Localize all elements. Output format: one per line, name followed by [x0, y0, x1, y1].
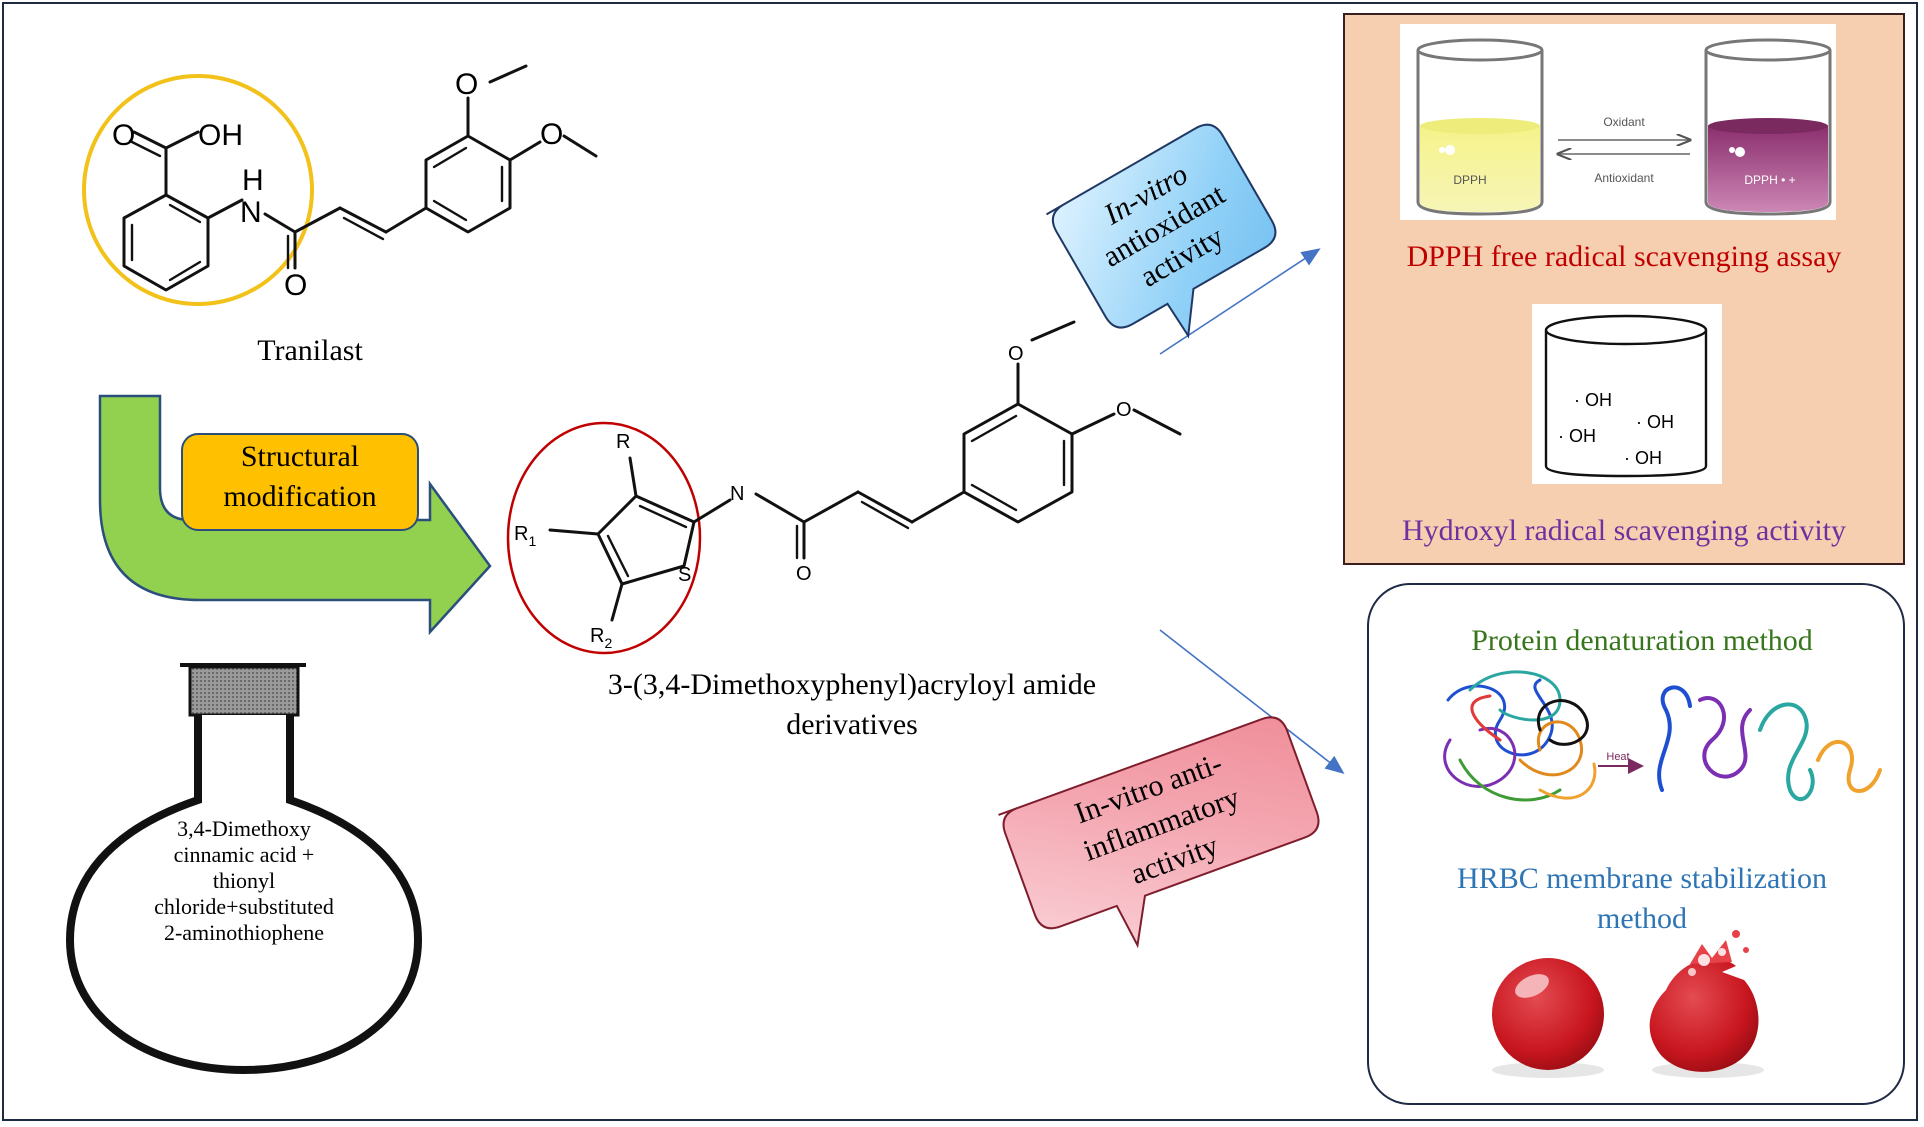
derivative-caption-line-1: 3-(3,4-Dimethoxyphenyl)acryloyl amide	[608, 668, 1096, 701]
dpph-right-label: DPPH • +	[1744, 173, 1795, 187]
derivative-highlight-circle	[506, 421, 702, 655]
antioxidant-callout: In-vitro antioxidant activity	[1046, 123, 1277, 339]
hydroxyl-label-3: · OH	[1558, 426, 1596, 446]
structural-modification-label-2: modification	[223, 480, 376, 513]
antiinflammatory-panel	[1367, 583, 1905, 1105]
tranilast-oh: OH	[198, 119, 243, 152]
antiinflammatory-pointer-arrow	[1159, 629, 1345, 774]
dpph-left-beaker	[1416, 38, 1544, 216]
tranilast-ome2-o: O	[540, 118, 563, 151]
tranilast-highlight-circle	[82, 74, 314, 306]
derivative-caption-line-2: derivatives	[786, 708, 918, 741]
thiophene-ring	[596, 494, 696, 586]
hydroxyl-assay-title: Hydroxyl radical scavenging activity	[1402, 514, 1846, 547]
flask-text-line-4: chloride+substituted	[154, 894, 334, 919]
lysed-red-blood-cell	[1649, 930, 1764, 1078]
derivative-ome1-o: O	[1008, 343, 1024, 365]
hrbc-title-line-2: method	[1597, 902, 1687, 935]
tranilast-nh-h: H	[242, 164, 264, 197]
tranilast-benzoic-ring	[122, 193, 210, 292]
tranilast-carbonyl-o: O	[112, 119, 135, 152]
hydroxyl-label-1: · OH	[1574, 390, 1612, 410]
protein-folded-illustration	[1443, 670, 1597, 802]
derivative-amide-o: O	[796, 563, 812, 585]
dpph-right-beaker	[1704, 38, 1832, 216]
dpph-left-label: DPPH	[1453, 173, 1486, 187]
tranilast-amide-o: O	[284, 269, 307, 302]
flask-stopper	[188, 665, 300, 717]
tranilast-label: Tranilast	[257, 334, 363, 367]
intact-red-blood-cell	[1492, 958, 1604, 1078]
derivative-s: S	[678, 564, 691, 586]
protein-denaturation-title: Protein denaturation method	[1471, 624, 1813, 657]
derivative-n: N	[730, 483, 744, 505]
structural-modification-box	[181, 433, 419, 531]
dpph-assay-title: DPPH free radical scavenging assay	[1407, 240, 1842, 273]
flask-text-line-1: 3,4-Dimethoxy	[177, 816, 311, 841]
structural-modification-arrow	[98, 394, 492, 636]
hydroxyl-label-2: · OH	[1636, 412, 1674, 432]
protein-unfolded-illustration	[1657, 685, 1882, 802]
antioxidant-label: Antioxidant	[1594, 171, 1654, 185]
flask-text-line-2: cinnamic acid +	[174, 842, 315, 867]
derivative-dimethoxy-ring	[962, 402, 1074, 524]
antiinflammatory-callout: In-vitro anti- inflammatory activity	[998, 716, 1320, 949]
tranilast-ome1-o: O	[455, 68, 478, 101]
flask-text-line-3: thionyl	[213, 868, 275, 893]
tranilast-structure: O OH H N O O O	[82, 64, 598, 306]
derivative-structure: R R1 R2 S N O O O	[506, 320, 1182, 655]
reaction-flask	[65, 663, 423, 1075]
flask-text-line-5: 2-aminothiophene	[164, 920, 324, 945]
structural-modification-label-1: Structural	[241, 440, 359, 473]
hydroxyl-beaker	[1544, 314, 1708, 478]
heat-label: Heat	[1606, 751, 1629, 763]
derivative-ome2-o: O	[1116, 399, 1132, 421]
oxidant-label: Oxidant	[1603, 115, 1645, 129]
tranilast-dimethoxy-ring	[424, 134, 512, 234]
derivative-r: R	[616, 431, 630, 453]
derivative-r1: R1	[514, 523, 536, 549]
derivative-r2: R2	[590, 625, 612, 651]
tranilast-nh-n: N	[240, 196, 262, 229]
antioxidant-pointer-arrow	[1159, 248, 1321, 355]
hrbc-title-line-1: HRBC membrane stabilization	[1457, 862, 1827, 895]
hydroxyl-label-4: · OH	[1624, 448, 1662, 468]
flask-body	[65, 715, 423, 1075]
